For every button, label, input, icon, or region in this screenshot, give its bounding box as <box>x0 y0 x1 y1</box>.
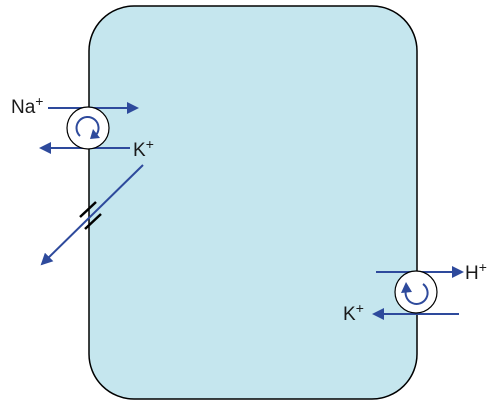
k-channel <box>79 201 102 230</box>
rotation-counterclockwise-icon <box>401 282 429 305</box>
cell-body <box>88 5 418 400</box>
label-k-ion-right: K+ <box>343 300 364 325</box>
label-k-ion-left: K+ <box>133 136 154 161</box>
label-na-ion: Na+ <box>11 93 43 118</box>
rotation-clockwise-icon <box>75 116 100 139</box>
label-h-ion: H+ <box>465 259 487 284</box>
right-pump <box>394 270 438 314</box>
left-pump <box>66 106 110 150</box>
k-channel-arrow <box>40 164 144 266</box>
